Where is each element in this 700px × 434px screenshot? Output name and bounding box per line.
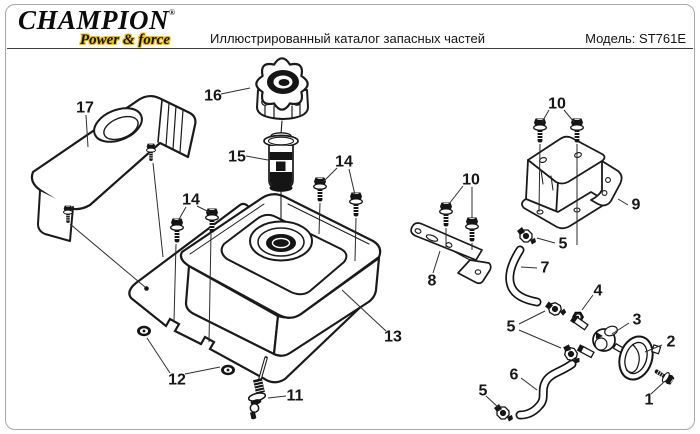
callout-8: 8: [428, 273, 437, 290]
fuel-cap: [255, 57, 309, 120]
callout-labels: 17 16 15 14 14 10 10 9 8 5 7 4 5 3 2 6 5…: [76, 88, 675, 409]
sediment-cup-2: [618, 335, 662, 381]
callout-7: 7: [541, 260, 550, 277]
callout-5-middle: 5: [507, 319, 516, 336]
callout-17: 17: [76, 100, 94, 117]
callout-3: 3: [633, 312, 642, 329]
tank-cover: [30, 94, 197, 242]
fuel-tank: [179, 193, 382, 357]
hose-7: [505, 245, 542, 307]
filler-neck: [249, 220, 313, 262]
brand-name-text: CHAMPION: [18, 5, 170, 35]
callout-14-right: 14: [335, 154, 353, 171]
hose-6: [515, 359, 577, 420]
leader-lines: [85, 87, 665, 409]
fuel-strainer: [263, 132, 299, 192]
page-title: Иллюстрированный каталог запасных частей: [210, 31, 485, 46]
brand-logo: CHAMPION® Power & force: [18, 5, 175, 49]
outlet-valve-11: [247, 356, 268, 420]
bracket-8: [410, 222, 492, 285]
callout-12: 12: [168, 372, 186, 389]
callout-5-top: 5: [559, 236, 568, 253]
bolt-1: [651, 365, 676, 387]
registered-mark: ®: [169, 8, 176, 17]
grommet-12-bottom: [221, 364, 235, 376]
callout-15: 15: [228, 149, 246, 166]
brand-tagline: Power & force: [80, 32, 170, 48]
clamp-5-top: [516, 226, 537, 246]
assembly-axis: [280, 120, 283, 222]
callout-2: 2: [667, 334, 676, 351]
bracket-9: [521, 135, 623, 230]
grommet-12-left: [137, 325, 151, 337]
callout-16: 16: [204, 88, 222, 105]
callout-4: 4: [594, 283, 603, 300]
callout-5-bottom: 5: [479, 383, 488, 400]
callout-14-left: 14: [182, 192, 200, 209]
model-label: Модель: ST761E: [585, 31, 686, 46]
callout-9: 9: [632, 197, 641, 214]
alignment-dot: [144, 286, 149, 291]
callout-6: 6: [510, 367, 519, 384]
callout-10-right: 10: [548, 96, 566, 113]
callout-10-left: 10: [462, 172, 480, 189]
alignment-lines: [69, 143, 578, 343]
callout-1: 1: [645, 392, 654, 409]
callout-11: 11: [287, 388, 304, 405]
header-divider: [7, 48, 693, 49]
clamp-5-upper-middle: [543, 297, 568, 321]
cover-vents: [165, 102, 184, 153]
callout-13: 13: [384, 329, 402, 346]
fuel-valve-3: [570, 314, 630, 359]
brand-name: CHAMPION®: [18, 5, 175, 35]
